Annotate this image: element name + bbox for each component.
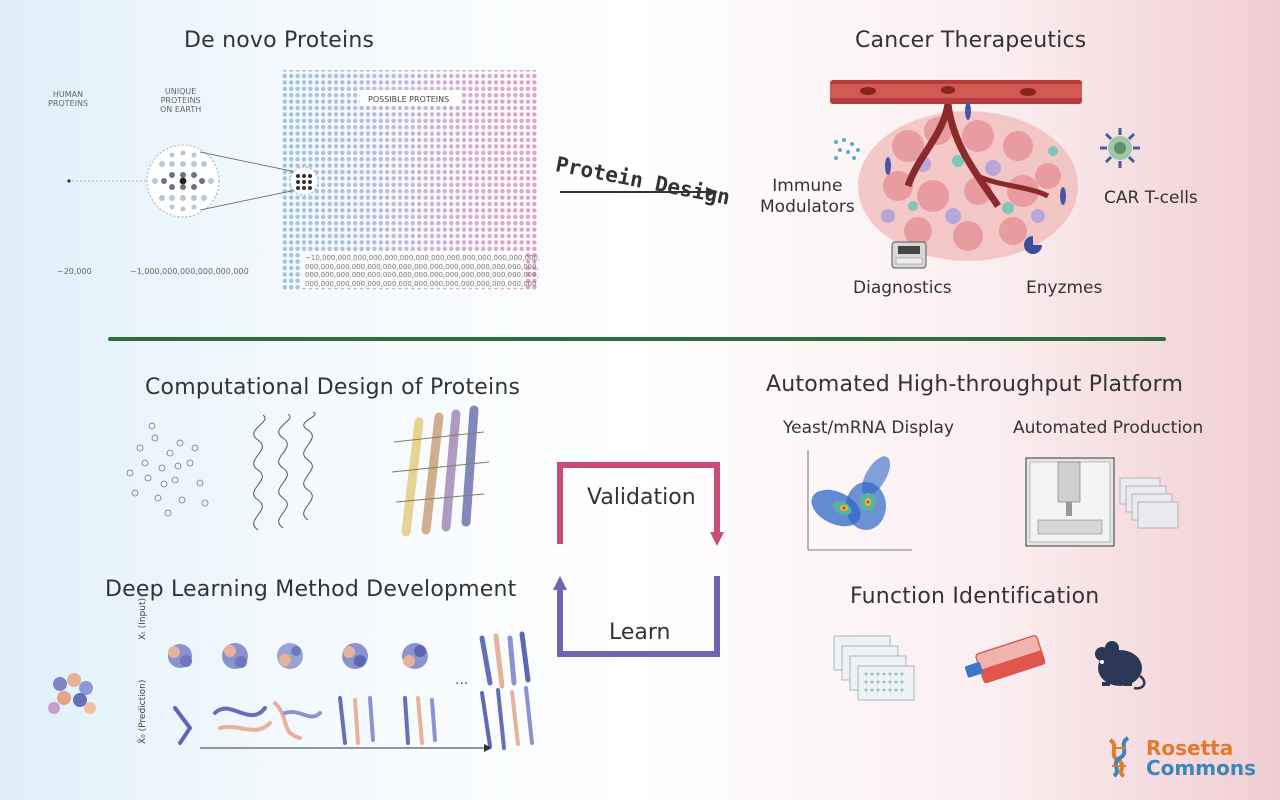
rosetta-commons-logo: Rosetta Commons <box>1146 738 1256 778</box>
axis-prediction-label: X̂₀ (Prediction) <box>138 679 148 744</box>
car-t-cells-label: CAR T-cells <box>1104 188 1198 208</box>
tumor-illustration <box>830 80 1082 261</box>
unique-proteins-label: UNIQUE PROTEINS ON EARTH <box>160 87 202 114</box>
protein-space-diagram <box>67 70 538 290</box>
sequence-ellipsis: ... <box>455 672 469 688</box>
protein-design-label: Protein Design <box>553 152 733 210</box>
validation-label: Validation <box>587 485 696 510</box>
logo-line-commons: Commons <box>1146 756 1256 780</box>
colored-bundle-sketch <box>391 405 490 537</box>
well-plate-stack <box>833 635 915 701</box>
axis-input-label: Xₜ (Input) <box>138 597 148 640</box>
input-protein-cloud <box>48 673 96 714</box>
computational-design-title: Computational Design of Proteins <box>145 375 521 400</box>
enzymes-label: Enyzmes <box>1026 278 1103 298</box>
protein-cloud-sketch <box>126 422 209 517</box>
count-possible-line: 000,000,000,000,000,000,000,000,000,000,… <box>305 262 539 271</box>
diagnostics-label: Diagnostics <box>853 278 952 298</box>
cancer-therapeutics-title: Cancer Therapeutics <box>855 28 1087 53</box>
liquid-handler-robot <box>1025 457 1179 547</box>
diagnostics-device-icon <box>891 241 927 269</box>
human-proteins-label: HUMAN PROTEINS <box>48 90 89 108</box>
cell-culture-flask <box>964 635 1046 684</box>
automated-production-label: Automated Production <box>1013 418 1204 438</box>
count-possible-line: ~10,000,000,000,000,000,000,000,000,000,… <box>305 254 541 262</box>
design-learn-cycle <box>553 462 724 657</box>
flow-cytometry-plot <box>807 450 912 551</box>
count-unique: ~1,000,000,000,000,000,000 <box>130 267 249 276</box>
helix-bundle-sketch <box>253 411 316 531</box>
rosetta-commons-logo-icon <box>1108 736 1130 778</box>
yeast-display-label: Yeast/mRNA Display <box>783 418 955 438</box>
mouse-icon <box>1095 641 1146 690</box>
car-t-cell-icon <box>1100 128 1140 168</box>
possible-proteins-label: POSSIBLE PROTEINS <box>368 95 450 104</box>
function-identification-title: Function Identification <box>850 584 1100 609</box>
denoising-sequence <box>168 631 534 752</box>
count-possible-line: 000,000,000,000,000,000,000,000,000,000,… <box>305 279 537 288</box>
protein-design-arrow <box>560 187 718 197</box>
section-divider <box>108 337 1166 341</box>
platform-title: Automated High-throughput Platform <box>766 372 1184 397</box>
human-proteins-dot <box>67 179 71 183</box>
de-novo-title: De novo Proteins <box>184 28 375 53</box>
count-possible-line: 000,000,000,000,000,000,000,000,000,000,… <box>305 271 539 279</box>
immune-modulators-label: Immune Modulators <box>760 176 855 217</box>
count-human: ~20,000 <box>57 267 92 276</box>
logo-line-rosetta: Rosetta <box>1146 736 1234 760</box>
deep-learning-title: Deep Learning Method Development <box>105 577 517 602</box>
immune-modulators-icon <box>834 138 860 160</box>
enzyme-icon <box>1024 236 1042 254</box>
learn-label: Learn <box>609 620 671 645</box>
count-possible: ~10,000,000,000,000,000,000,000,000,000,… <box>305 254 540 288</box>
